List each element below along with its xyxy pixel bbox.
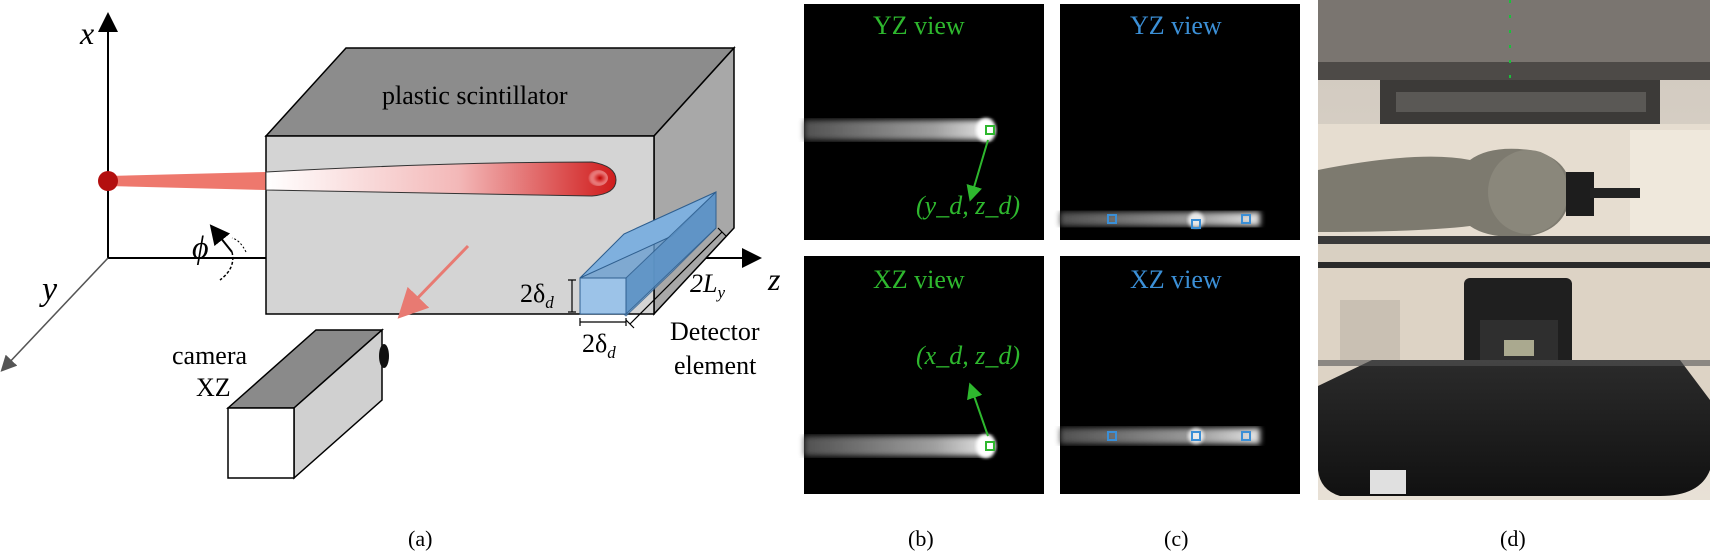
panel-b: YZ view (y_d, z_d) XZ view (x_d, z_d) <box>804 4 1044 494</box>
detector-label-line2: element <box>674 351 757 380</box>
panel-d-photo <box>1318 0 1710 500</box>
camera-lens <box>379 344 389 368</box>
panel-c-yz-view: YZ view <box>1060 4 1300 240</box>
panel-b-yz-annotation: (y_d, z_d) <box>916 191 1020 220</box>
panel-b-xz-title: XZ view <box>873 265 965 294</box>
panel-c-yz-title: YZ view <box>1130 11 1222 40</box>
length-label: 2Ly <box>690 269 725 302</box>
marker-blue-6 <box>1241 431 1251 441</box>
detector-element <box>579 190 717 317</box>
marker-blue-3 <box>1241 214 1251 224</box>
delta-horizontal-label: 2δd <box>582 329 616 362</box>
camera-xz <box>226 328 389 480</box>
beam-incoming <box>108 172 266 190</box>
detector-label-line1: Detector <box>670 317 760 346</box>
marker-blue-4 <box>1107 431 1117 441</box>
scintillator-label: plastic scintillator <box>382 81 568 110</box>
beam-in-scintillator <box>265 161 617 197</box>
caption-a: (a) <box>408 526 432 551</box>
marker-green-yz <box>985 125 995 135</box>
caption-c: (c) <box>1164 526 1188 551</box>
panel-c-xz-view: XZ view <box>1060 256 1300 494</box>
marker-blue-5 <box>1191 431 1201 441</box>
y-axis <box>0 257 109 372</box>
caption-d: (d) <box>1500 526 1526 551</box>
panel-b-yz-view: YZ view (y_d, z_d) <box>804 4 1044 240</box>
panel-b-xz-view: XZ view (x_d, z_d) <box>804 256 1044 494</box>
caption-b: (b) <box>908 526 934 551</box>
phi-indicator: ϕ <box>192 224 248 281</box>
emission-arrow <box>397 244 470 319</box>
marker-blue-1 <box>1107 214 1117 224</box>
delta-vertical-label: 2δd <box>520 279 554 312</box>
treatment-couch <box>1318 360 1710 496</box>
panel-b-xz-annotation: (x_d, z_d) <box>916 341 1020 370</box>
camera-label-line1: camera <box>172 341 248 370</box>
bragg-peak <box>588 170 608 186</box>
x-axis-label: x <box>79 15 94 51</box>
marker-green-xz <box>985 441 995 451</box>
y-axis-label: y <box>39 271 58 308</box>
phi-label: ϕ <box>192 229 209 265</box>
camera-label-line2: XZ <box>196 373 231 402</box>
panel-c-xz-title: XZ view <box>1130 265 1222 294</box>
beam-origin <box>98 171 118 191</box>
panel-c: YZ view XZ view <box>1060 4 1300 494</box>
panel-a: x y z ϕ plastic scintillator <box>0 12 781 480</box>
marker-blue-2 <box>1191 219 1201 229</box>
z-axis-label: z <box>767 261 781 297</box>
panel-b-yz-title: YZ view <box>873 11 965 40</box>
